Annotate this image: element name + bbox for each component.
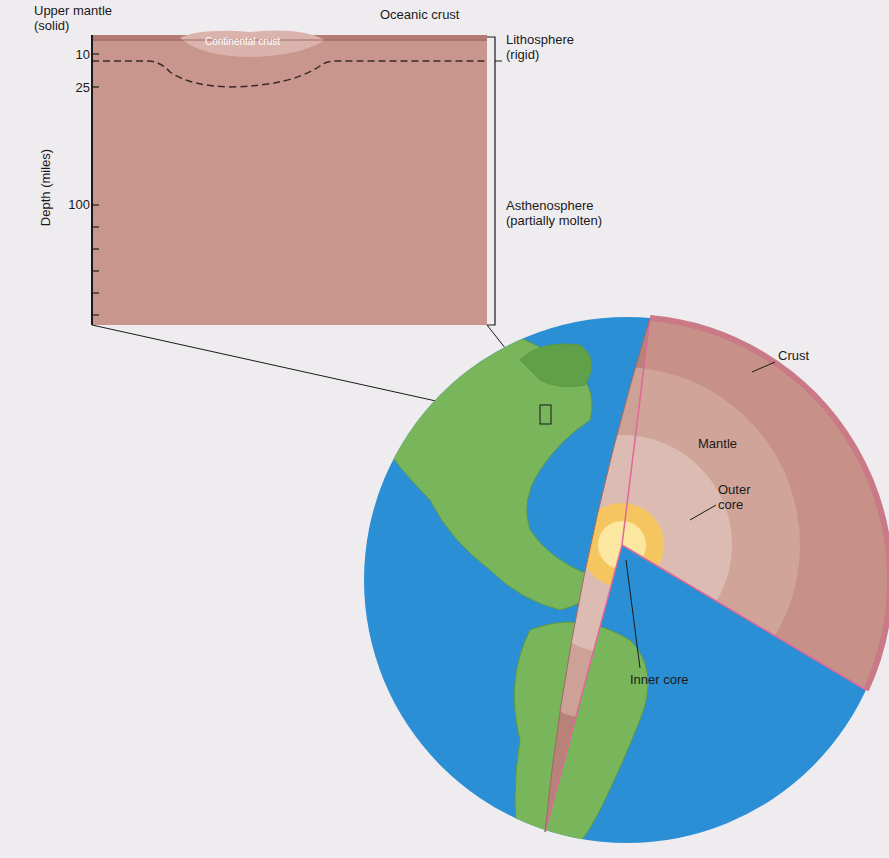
part-label: Oceanic crust bbox=[380, 7, 500, 22]
axis-tick: 25 bbox=[70, 80, 90, 95]
axis-tick: 10 bbox=[70, 47, 90, 62]
layer-label: Asthenosphere (partially molten) bbox=[506, 198, 626, 228]
globe bbox=[360, 300, 889, 858]
cross-section bbox=[92, 31, 502, 325]
part-label: Inner core bbox=[630, 672, 690, 687]
axis-title: Depth (miles) bbox=[38, 143, 53, 233]
part-label: Upper mantle (solid) bbox=[34, 3, 129, 33]
axis-tick: 100 bbox=[62, 197, 90, 212]
part-label: Outer core bbox=[718, 482, 778, 512]
part-label: Crust bbox=[778, 348, 838, 363]
layer-label: Lithosphere (rigid) bbox=[506, 32, 606, 62]
part-label: Mantle bbox=[698, 436, 768, 451]
part-label: Continental crust bbox=[205, 34, 315, 49]
